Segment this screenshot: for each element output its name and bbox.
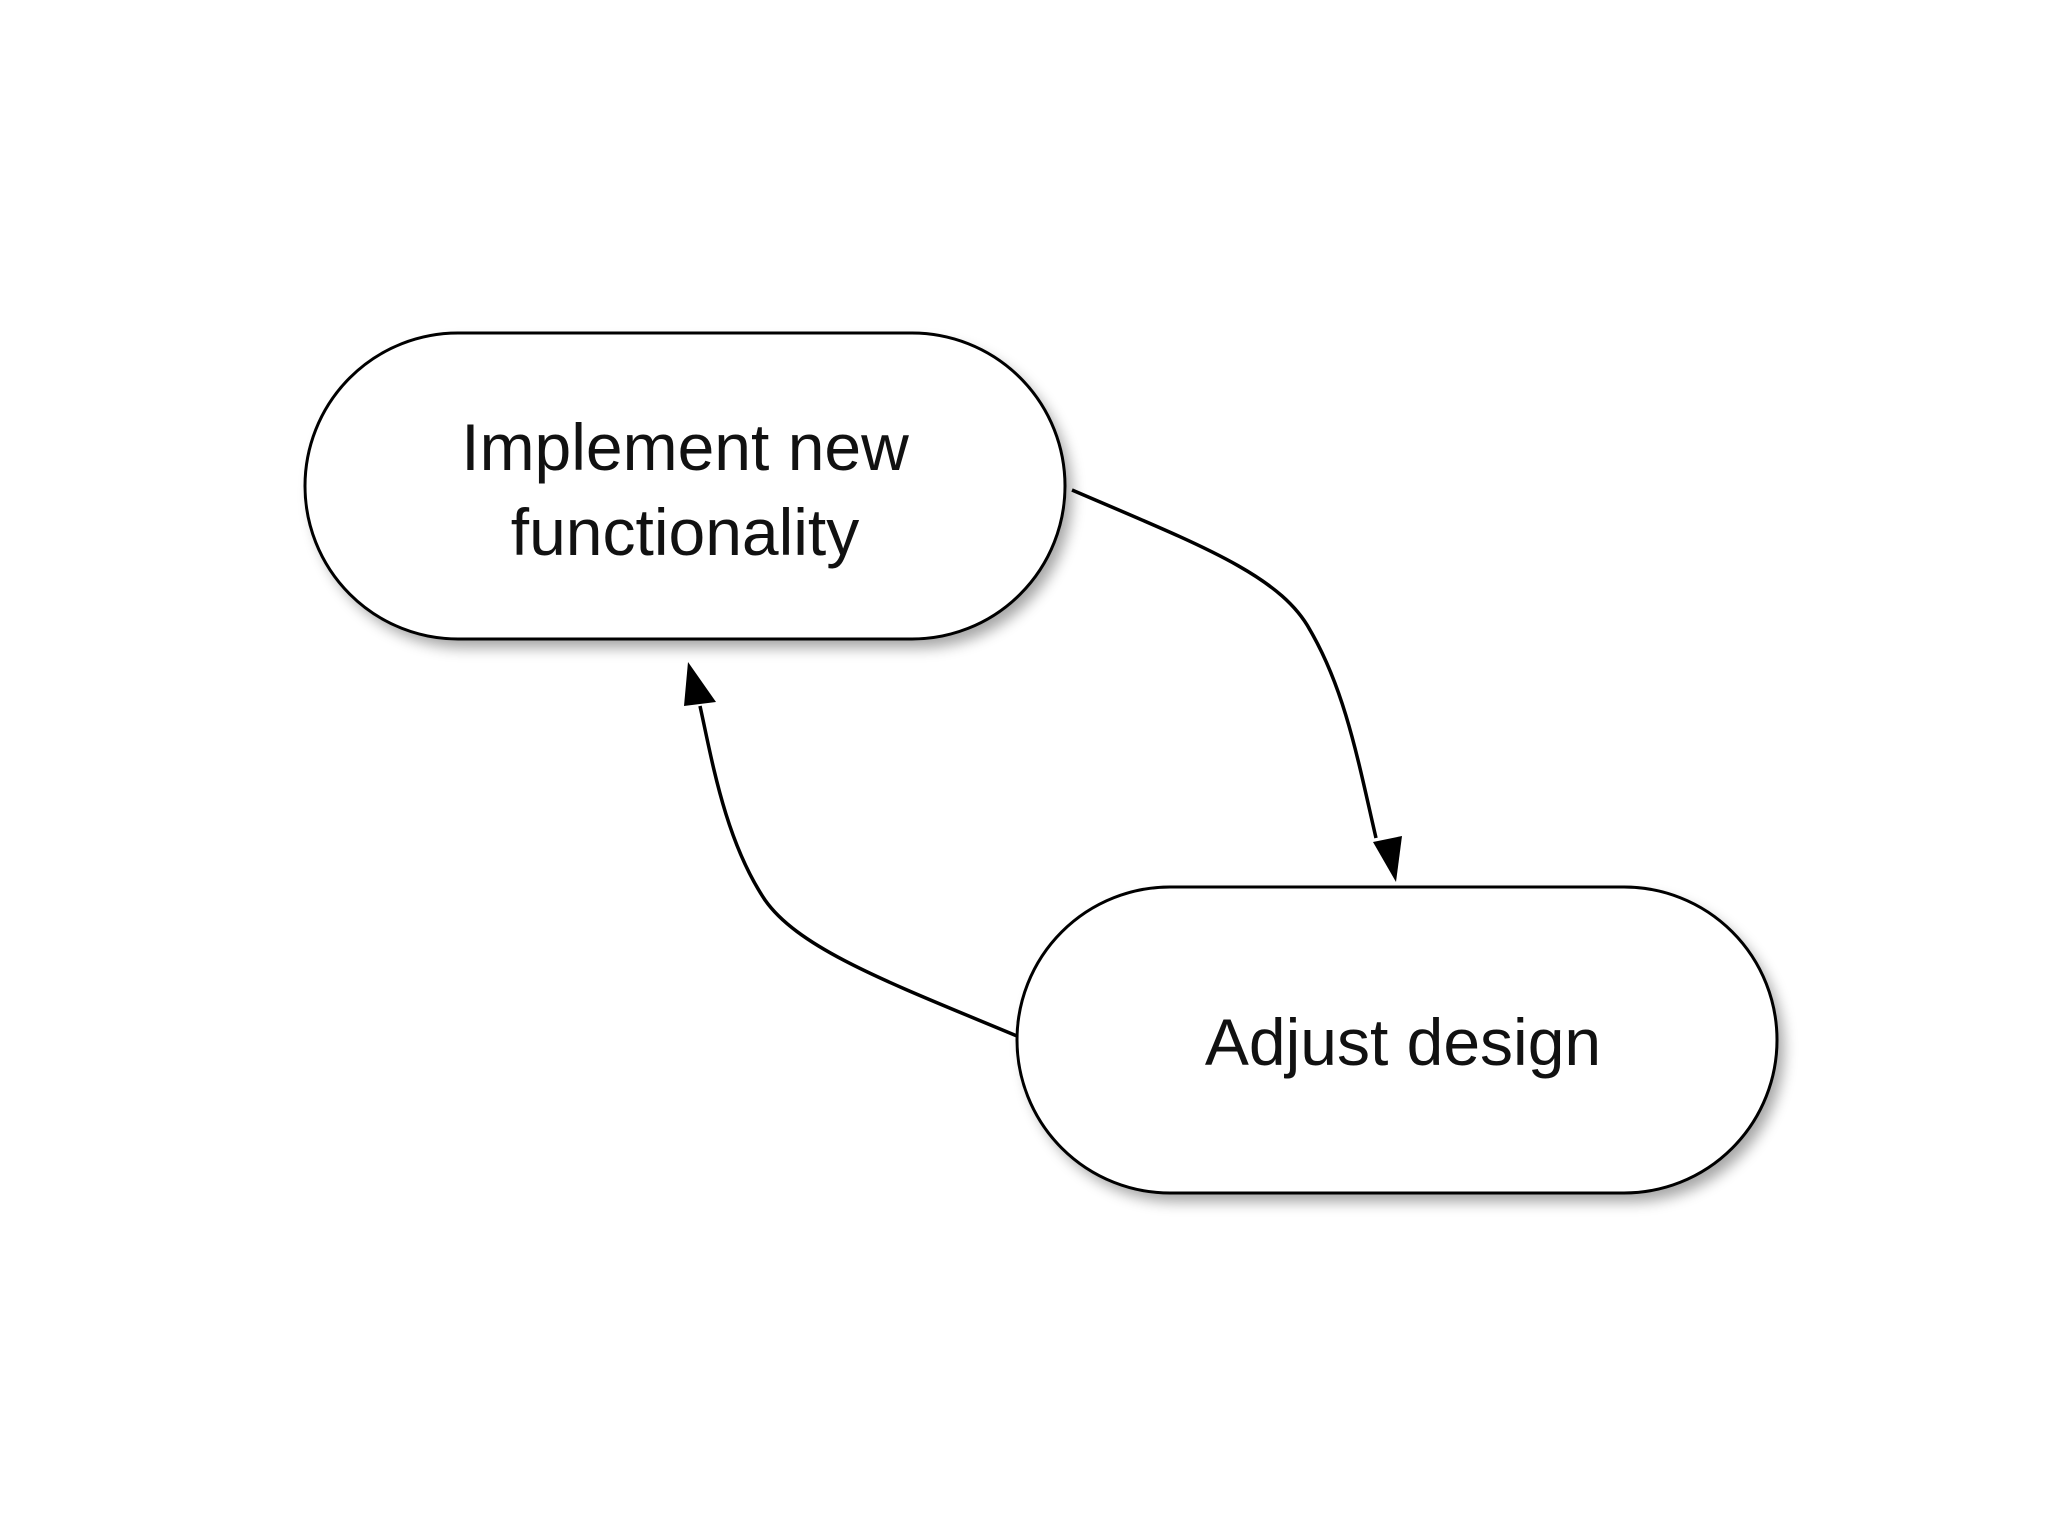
edge-implement-to-adjust-line	[1071, 488, 1378, 839]
node-implement-shape	[303, 331, 1067, 641]
node-implement: Implement new functionality	[303, 331, 1072, 648]
edge-adjust-to-implement-line	[698, 705, 1018, 1038]
node-adjust-label: Adjust design	[1205, 1005, 1601, 1079]
node-implement-label-line2: functionality	[511, 495, 860, 569]
edge-adjust-to-implement-arrowhead	[684, 662, 716, 706]
edge-implement-to-adjust-arrowhead	[1373, 836, 1402, 882]
edge-implement-to-adjust	[1071, 488, 1402, 882]
node-adjust-shape	[1015, 885, 1779, 1195]
node-implement-label-line1: Implement new	[461, 410, 909, 484]
node-adjust: Adjust design	[1015, 885, 1784, 1202]
edge-adjust-to-implement	[684, 662, 1018, 1038]
